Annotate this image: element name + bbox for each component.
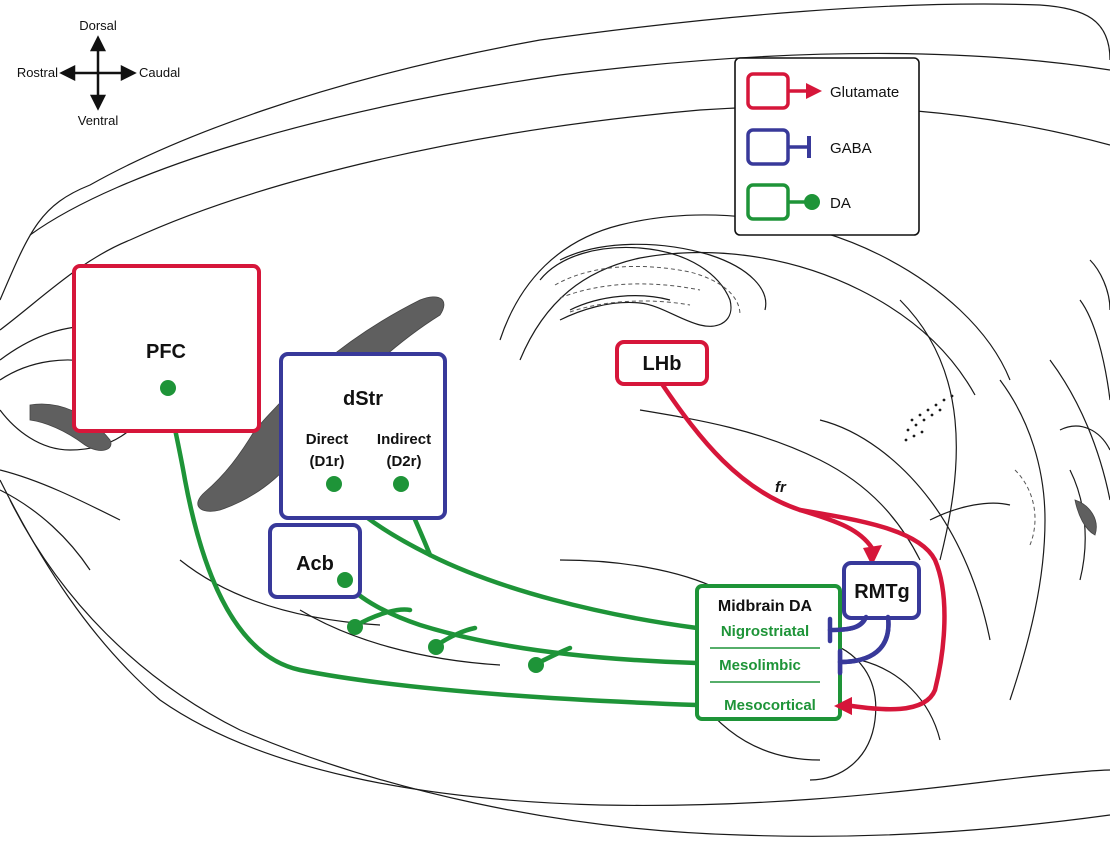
arrowhead-icon bbox=[806, 83, 822, 99]
rmtg-label: RMTg bbox=[854, 581, 910, 603]
legend-gaba: GABA bbox=[830, 140, 872, 157]
direct-label: Direct bbox=[306, 431, 349, 448]
indirect-sub-label: (D2r) bbox=[386, 453, 421, 470]
legend: Glutamate GABA DA bbox=[734, 57, 920, 236]
rmtg-region: RMTg bbox=[842, 561, 921, 620]
orientation-compass: Dorsal Ventral Rostral Caudal bbox=[17, 18, 180, 128]
mesocortical-arrowhead-top bbox=[834, 697, 852, 715]
indirect-label: Indirect bbox=[377, 431, 431, 448]
dstr-region: dStr Direct (D1r) Indirect (D2r) bbox=[279, 352, 447, 520]
mesocortical-pathway bbox=[165, 385, 700, 708]
dorsal-label: Dorsal bbox=[79, 18, 117, 33]
lhb-to-vta-pathway bbox=[797, 507, 947, 712]
dot-terminal-icon bbox=[804, 194, 820, 210]
midbrain-da-region: Midbrain DA Nigrostriatal Mesolimbic Mes… bbox=[695, 584, 842, 721]
acb-region: Acb bbox=[268, 523, 362, 599]
direct-sub-label: (D1r) bbox=[309, 453, 344, 470]
mesocortical-label: Mesocortical bbox=[724, 697, 816, 714]
rostral-label: Rostral bbox=[17, 65, 58, 80]
nigrostriatal-label: Nigrostriatal bbox=[721, 623, 809, 640]
caudal-label: Caudal bbox=[139, 65, 180, 80]
hippocampus-dashes bbox=[554, 265, 1036, 546]
lhb-label: LHb bbox=[643, 353, 682, 375]
fr-label: fr bbox=[775, 479, 787, 496]
rmtg-arrowhead bbox=[863, 545, 882, 566]
ventral-label: Ventral bbox=[78, 113, 119, 128]
acb-label: Acb bbox=[296, 553, 334, 575]
midbrain-label: Midbrain DA bbox=[718, 598, 813, 615]
pfc-region: PFC bbox=[72, 264, 261, 433]
dot-cluster bbox=[904, 394, 954, 442]
gaba-bars-top bbox=[827, 614, 891, 676]
glutamate-pathways bbox=[659, 381, 947, 712]
legend-glutamate: Glutamate bbox=[830, 84, 899, 101]
fr-pathway bbox=[659, 381, 875, 551]
dstr-label: dStr bbox=[343, 388, 383, 410]
pfc-label: PFC bbox=[146, 341, 186, 363]
mesolimbic-label: Mesolimbic bbox=[719, 657, 801, 674]
legend-da: DA bbox=[830, 195, 851, 212]
lhb-region: LHb bbox=[615, 340, 709, 386]
mesolimbic-pathway bbox=[342, 579, 700, 666]
